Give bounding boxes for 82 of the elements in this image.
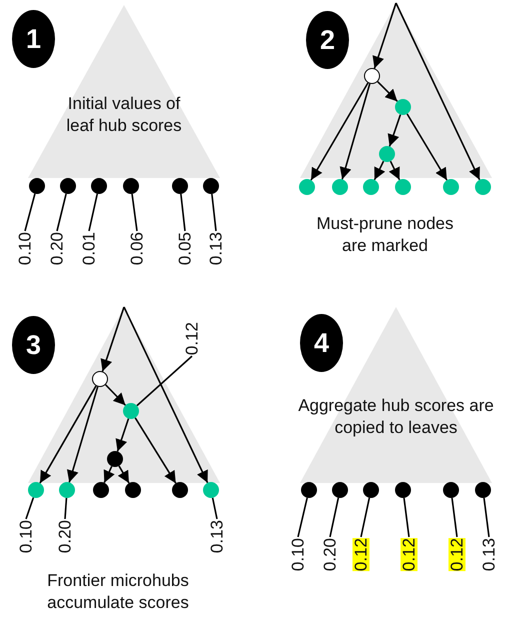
tree-node <box>172 178 188 194</box>
score-value: 0.06 <box>128 232 146 266</box>
tree-node <box>93 482 109 498</box>
leader-line <box>212 498 218 520</box>
score-value: 0.12 <box>448 538 466 572</box>
tree-node <box>125 482 141 498</box>
step-description: Aggregate hub scores are copied to leaves <box>298 395 494 440</box>
arrow <box>118 466 130 484</box>
arrow <box>372 2 397 69</box>
score-value: 0.20 <box>48 232 66 266</box>
tree-node <box>395 179 411 195</box>
tree-node <box>443 482 459 498</box>
tree-node <box>363 482 379 498</box>
leader-line <box>403 498 410 538</box>
tree-node <box>363 179 379 195</box>
arrow <box>104 466 115 484</box>
tree-node <box>395 482 411 498</box>
score-value: 0.20 <box>322 538 338 572</box>
tree-node <box>123 178 139 194</box>
leader-line <box>329 498 340 538</box>
leader-line <box>24 194 36 232</box>
arrow <box>105 384 126 406</box>
leader-line <box>56 194 67 232</box>
step-number-badge: 1 <box>12 10 55 68</box>
leader-line <box>136 356 193 406</box>
score-value: 0.12 <box>352 538 370 572</box>
leader-line <box>297 498 308 538</box>
leader-line <box>180 194 186 232</box>
tree-node <box>29 178 45 194</box>
tree-node <box>91 178 107 194</box>
arrow <box>66 386 98 483</box>
arrow <box>116 418 130 452</box>
tree-node <box>203 178 219 194</box>
arrow <box>39 386 97 484</box>
score-value: 0.13 <box>208 520 226 554</box>
leader-line <box>360 498 370 538</box>
tree-node <box>301 482 317 498</box>
step-number-badge: 4 <box>300 314 343 372</box>
tree-node <box>172 482 188 498</box>
arrow <box>100 306 125 372</box>
tree-node <box>332 179 348 195</box>
tree-node <box>60 178 76 194</box>
leader-line <box>88 194 98 232</box>
tree-node <box>59 482 75 498</box>
step-description: Initial values of leaf hub scores <box>65 93 183 138</box>
tree-node <box>443 179 459 195</box>
step-number-badge: 2 <box>306 11 349 69</box>
leader-line <box>25 497 34 520</box>
arrow <box>388 114 402 147</box>
arrow <box>406 113 448 181</box>
leader-line <box>211 194 217 232</box>
score-value: 0.10 <box>290 538 306 572</box>
score-value: 0.13 <box>480 538 498 572</box>
leader-line <box>131 194 138 232</box>
score-value: 0.12 <box>184 322 200 356</box>
caption: Must-prune nodes are marked <box>315 213 455 258</box>
tree-node <box>332 482 348 498</box>
score-value: 0.05 <box>176 232 194 266</box>
leader-line <box>483 498 490 538</box>
arrow <box>374 160 386 180</box>
arrow <box>123 306 208 484</box>
step-number-badge: 3 <box>12 316 55 374</box>
arrow <box>395 2 480 180</box>
arrow <box>388 160 400 180</box>
score-value: 0.12 <box>400 538 418 572</box>
arrow <box>310 82 369 180</box>
score-value: 0.01 <box>80 232 98 266</box>
tree-node <box>475 179 491 195</box>
arrow <box>340 83 371 180</box>
tree-node <box>299 179 315 195</box>
score-value: 0.10 <box>18 520 34 554</box>
score-value: 0.13 <box>208 232 224 266</box>
leader-line <box>64 498 68 520</box>
caption: Frontier microhubs accumulate scores <box>46 570 190 614</box>
tree-node <box>203 482 219 498</box>
arrow <box>134 417 176 484</box>
arrow <box>377 81 398 102</box>
tree-node <box>28 482 44 498</box>
leader-line <box>451 498 458 538</box>
score-value: 0.10 <box>16 232 34 266</box>
score-value: 0.20 <box>56 520 74 554</box>
tree-node <box>475 482 491 498</box>
